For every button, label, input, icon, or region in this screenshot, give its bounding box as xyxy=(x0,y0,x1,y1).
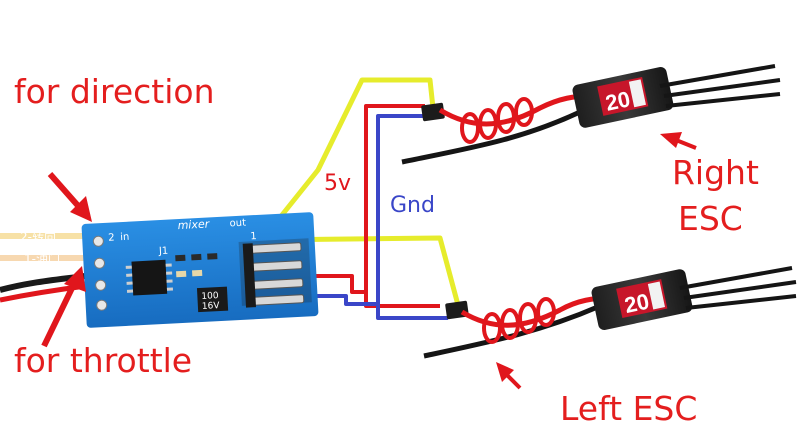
throttle-label: for throttle xyxy=(14,341,192,380)
ic-chip xyxy=(131,259,168,296)
input-wires xyxy=(0,233,92,303)
board-in-label: in xyxy=(120,232,130,243)
right-esc: 20 xyxy=(401,64,781,165)
connector-icon xyxy=(421,102,445,122)
mixer-board: 2 in mixer out 1 J1 100 16V xyxy=(81,212,319,328)
direction-label: for direction xyxy=(14,72,214,111)
left-esc-label: Left ESC xyxy=(560,389,697,428)
board-chip-label: J1 xyxy=(158,246,169,258)
left-esc-rating: 20 xyxy=(622,288,651,318)
capacitor xyxy=(196,286,229,313)
arrow-icon xyxy=(660,132,697,150)
board-out-label: out xyxy=(229,218,246,230)
board-pin-1: 1 xyxy=(250,231,257,242)
right-esc-label-line1: Right xyxy=(672,153,759,192)
input-throttle-label: 1-油门 xyxy=(24,251,60,266)
left-esc: 20 xyxy=(423,266,797,359)
capacitor-voltage: 16V xyxy=(202,301,221,312)
gnd-label: Gnd xyxy=(390,193,435,218)
input-direction-label: 2-转向 xyxy=(20,229,56,244)
5v-label: 5v xyxy=(324,171,351,196)
right-esc-label-line2: ESC xyxy=(678,199,743,238)
board-pin-2: 2 xyxy=(108,232,115,243)
esc-wires xyxy=(260,77,461,320)
arrows xyxy=(41,132,697,390)
capacitor-value: 100 xyxy=(201,291,219,302)
right-esc-rating: 20 xyxy=(603,86,632,116)
board-name: mixer xyxy=(177,217,211,232)
arrow-icon xyxy=(41,266,86,348)
arrow-icon xyxy=(496,362,522,390)
arrow-icon xyxy=(47,172,92,222)
